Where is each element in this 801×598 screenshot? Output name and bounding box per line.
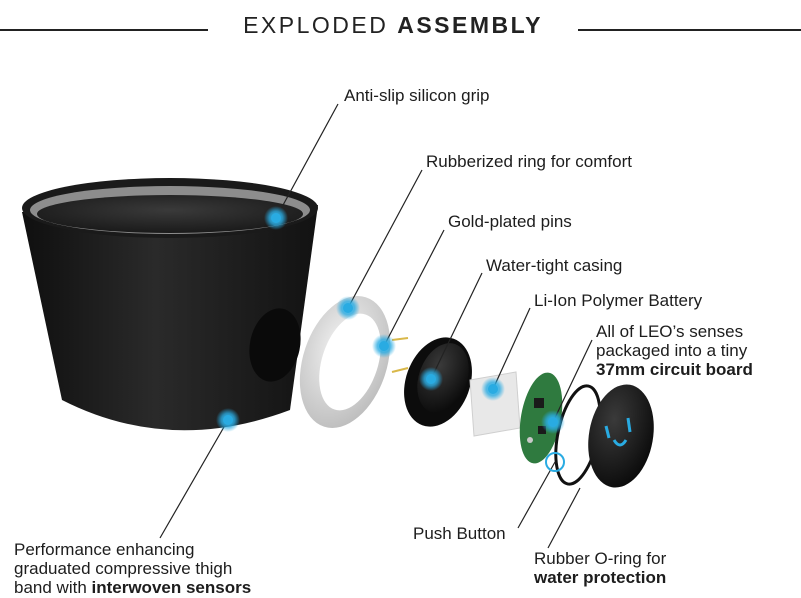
hotspots [216, 206, 565, 472]
label-board: All of LEO’s senses packaged into a tiny… [596, 322, 753, 379]
title-rule-left [0, 29, 208, 31]
label-band-line1: Performance enhancing [14, 540, 195, 559]
gold-pins [391, 337, 409, 373]
title-bold: ASSEMBLY [397, 12, 543, 38]
label-button: Push Button [413, 524, 506, 543]
label-band-line2: graduated compressive thigh [14, 559, 233, 578]
label-casing: Water-tight casing [486, 256, 623, 275]
rubber-ring [299, 296, 391, 428]
thigh-band [22, 178, 318, 431]
leader-lines [159, 103, 593, 549]
section-header: EXPLODED ASSEMBLY [0, 12, 801, 48]
label-oring: Rubber O-ring for water protection [534, 549, 666, 587]
label-board-line2: packaged into a tiny [596, 341, 748, 360]
title-light: EXPLODED [243, 12, 389, 38]
label-band-line3: band with [14, 578, 92, 597]
label-battery: Li-Ion Polymer Battery [534, 291, 703, 310]
label-ring: Rubberized ring for comfort [426, 152, 632, 171]
circuit-board [519, 372, 563, 464]
label-band: Performance enhancing graduated compress… [14, 540, 251, 597]
label-grip: Anti-slip silicon grip [344, 86, 490, 105]
label-board-bold: 37mm circuit board [596, 360, 753, 379]
label-band-bold: interwoven sensors [91, 578, 252, 597]
title-rule-right [578, 29, 801, 31]
page-title: EXPLODED ASSEMBLY [210, 12, 576, 39]
label-board-line1: All of LEO’s senses [596, 322, 744, 341]
label-pins: Gold-plated pins [448, 212, 572, 231]
leo-cap [588, 384, 654, 488]
label-oring-bold: water protection [534, 568, 667, 587]
label-oring-line1: Rubber O-ring for [534, 549, 667, 568]
